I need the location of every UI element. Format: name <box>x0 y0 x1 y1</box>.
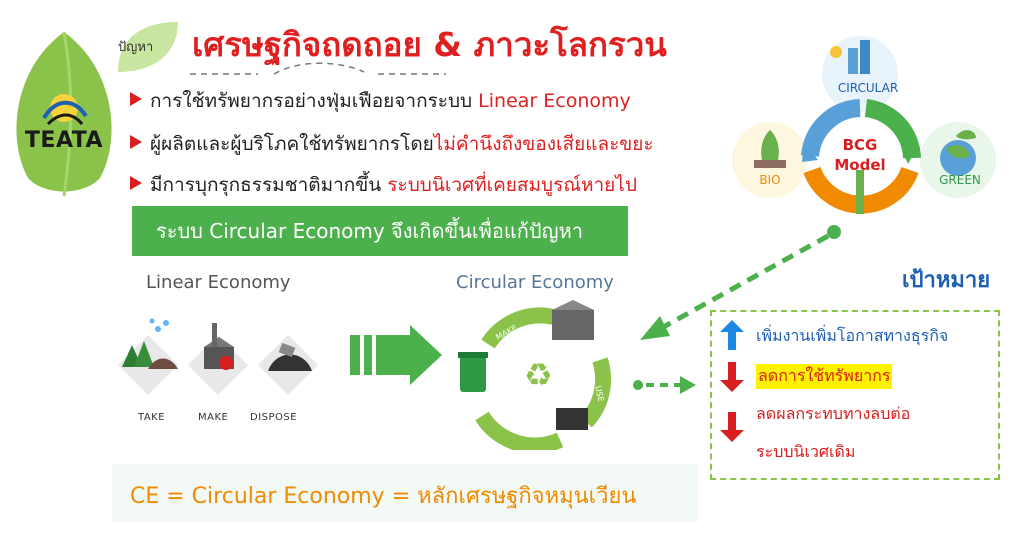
circular-economy-cycle-icon: MAKE USE RECYCLE ♻ <box>458 300 612 450</box>
goal-item-2: ลดการใช้ทรัพยากร <box>756 364 893 389</box>
stage-label-take: TAKE <box>138 412 166 423</box>
arrow-down-icon <box>720 362 744 392</box>
circular-economy-title: Circular Economy <box>456 272 614 293</box>
teata-logo-leaf-icon <box>16 31 112 197</box>
logo-text: TEATA <box>24 128 104 153</box>
transition-arrow-icon <box>350 325 442 385</box>
goal-item-3-continued: ระบบนิเวศเดิม <box>756 442 856 461</box>
bcg-label-circular: CIRCULAR <box>838 81 898 95</box>
bullet-text: ผู้ผลิตและผู้บริโภคใช้ทรัพยากรโดย <box>150 133 434 155</box>
bcg-label-bio: BIO <box>759 173 780 187</box>
bcg-center-line1: BCG <box>843 136 878 154</box>
bullet-triangle-icon <box>130 176 142 190</box>
goal-item-3: ลดผลกระทบทางลบต่อ <box>756 404 911 423</box>
goal-box: เพิ่มงานเพิ่มโอกาสทางธุรกิจ ลดการใช้ทรัพ… <box>710 310 1000 480</box>
problem-bullet-1: การใช้ทรัพยากรอย่างฟุ่มเฟือยจากระบบ Line… <box>130 86 631 116</box>
problem-leaf-icon <box>118 22 178 72</box>
problem-label: ปัญหา <box>118 40 154 55</box>
bullet-highlight: ระบบนิเวศที่เคยสมบูรณ์หายไป <box>387 174 637 196</box>
linear-economy-title: Linear Economy <box>146 272 291 293</box>
title-dash-decoration <box>190 62 446 75</box>
stage-label-dispose: DISPOSE <box>250 412 298 423</box>
problem-bullet-2: ผู้ผลิตและผู้บริโภคใช้ทรัพยากรโดยไม่คำนึ… <box>130 129 654 159</box>
goal-item-1: เพิ่มงานเพิ่มโอกาสทางธุรกิจ <box>756 326 949 345</box>
dashed-arrow-to-goal-icon <box>640 225 841 340</box>
bullet-highlight: Linear Economy <box>478 90 631 112</box>
stage-label-make: MAKE <box>198 412 229 423</box>
bullet-text: การใช้ทรัพยากรอย่างฟุ่มเฟือยจากระบบ <box>150 90 479 112</box>
bullet-highlight: ไม่คำนึงถึงของเสียและขยะ <box>433 133 654 155</box>
ce-definition: CE = Circular Economy = หลักเศรษฐกิจหมุน… <box>130 484 637 509</box>
bcg-center-line2: Model <box>834 156 885 174</box>
bcg-label-green: GREEN <box>939 173 981 187</box>
linear-economy-illustration-icon <box>118 318 318 395</box>
bullet-triangle-icon <box>130 135 142 149</box>
bcg-model-diagram-icon: BCG Model CIRCULAR BIO GREEN <box>732 36 996 214</box>
cycle-label-use: USE <box>593 385 605 403</box>
bullet-triangle-icon <box>130 92 142 106</box>
problem-bullet-3: มีการบุกรุกธรรมชาติมากขึ้น ระบบนิเวศที่เ… <box>130 170 637 200</box>
solution-banner: ระบบ Circular Economy จึงเกิดขึ้นเพื่อแก… <box>132 206 628 256</box>
arrow-up-icon <box>720 320 744 350</box>
svg-text:♻: ♻ <box>524 356 553 394</box>
page-title: เศรษฐกิจถดถอย & ภาวะโลกรวน <box>192 25 667 64</box>
arrow-down-icon <box>720 412 744 442</box>
goal-title: เป้าหมาย <box>902 268 991 293</box>
dashed-arrow-right-icon <box>633 376 696 394</box>
definition-box <box>112 464 698 522</box>
bullet-text: มีการบุกรุกธรรมชาติมากขึ้น <box>150 174 388 196</box>
